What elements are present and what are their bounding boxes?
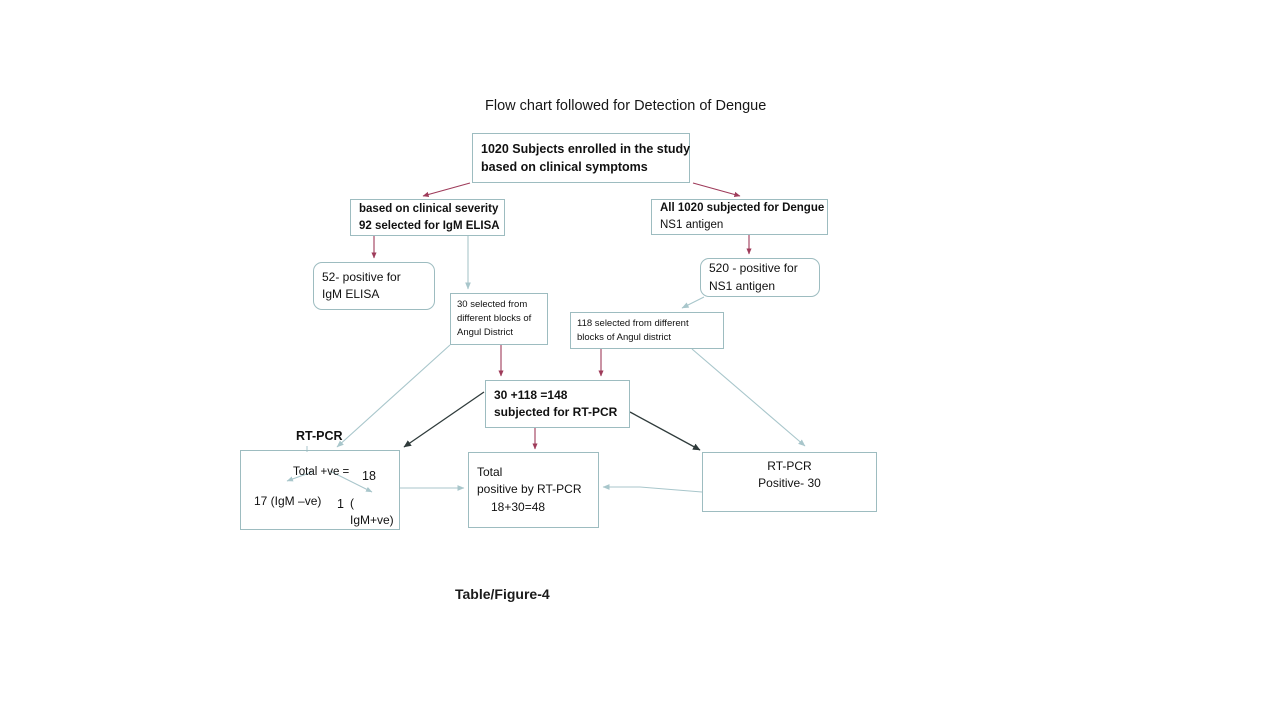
edge-total-to-igmneg xyxy=(286,471,313,482)
node-elisa-positive: 52- positive for IgM ELISA xyxy=(313,262,435,310)
node-sel118-line2: blocks of Angul district xyxy=(577,331,671,343)
node-selected-30: 30 selected from different blocks of Ang… xyxy=(450,293,548,345)
edge-rtpcrright-to-totalpositive xyxy=(602,484,703,493)
node-clinical-severity: based on clinical severity 92 selected f… xyxy=(350,199,505,236)
node-sel30-line1: 30 selected from xyxy=(457,299,528,311)
node-total-positive: Total positive by RT-PCR 18+30=48 xyxy=(468,452,599,528)
edge-enrolled-to-severity xyxy=(422,182,471,198)
edge-18-to-igmpos xyxy=(329,470,373,493)
node-enrolled-line1: 1020 Subjects enrolled in the study xyxy=(481,141,691,156)
rtpcr-left-total-value: 18 xyxy=(362,469,376,483)
node-sel30-line3: Angul District xyxy=(457,326,513,338)
edge-148-to-rtpcrleft xyxy=(403,391,485,448)
node-rtpcr-right: RT-PCR Positive- 30 xyxy=(702,452,877,512)
rtpcr-left-igm-positive-label: ( IgM+ve) xyxy=(350,496,394,528)
node-enrolled: 1020 Subjects enrolled in the study base… xyxy=(472,133,690,183)
node-148-line1: 30 +118 =148 xyxy=(494,387,568,402)
rtpcr-left-header: RT-PCR xyxy=(296,429,343,443)
node-rtpcr-left: Total +ve = 18 17 (IgM –ve) 1 ( IgM+ve) xyxy=(240,450,400,530)
figure-caption: Table/Figure-4 xyxy=(455,586,550,602)
node-sel118-line1: 118 selected from different xyxy=(577,317,689,329)
node-rtpcr-right-line2: Positive- 30 xyxy=(758,476,821,490)
node-elisa52-line2: IgM ELISA xyxy=(322,287,380,301)
edge-selected30-to-rtpcrleft xyxy=(336,344,451,448)
node-elisa52-line1: 52- positive for xyxy=(322,269,401,284)
node-severity-line1: based on clinical severity xyxy=(359,202,499,215)
node-severity-line2: 92 selected for IgM ELISA xyxy=(359,219,500,232)
node-sel30-line2: different blocks of xyxy=(457,313,532,325)
edge-selected118-to-rtpcrright xyxy=(691,348,806,447)
rtpcr-left-total-label: Total +ve = xyxy=(293,466,350,478)
edge-148-to-rtpcrright xyxy=(629,411,701,451)
node-rtpcr-right-line1: RT-PCR xyxy=(767,458,812,473)
figure-title: Flow chart followed for Detection of Den… xyxy=(485,98,767,114)
node-subjected-148: 30 +118 =148 subjected for RT-PCR xyxy=(485,380,630,428)
node-total-line3: 18+30=48 xyxy=(491,499,546,514)
node-148-line2: subjected for RT-PCR xyxy=(494,405,618,419)
node-all-1020-ns1: All 1020 subjected for Dengue NS1 antige… xyxy=(651,199,828,235)
edge-ns1positive-to-selected118 xyxy=(681,296,705,309)
node-ns1-520-line2: NS1 antigen xyxy=(709,278,776,293)
rtpcr-left-igm-negative: 17 (IgM –ve) xyxy=(254,494,322,508)
node-selected-118: 118 selected from different blocks of An… xyxy=(570,312,724,349)
node-total-line1: Total xyxy=(477,464,503,479)
rtpcr-left-igm-positive-value: 1 xyxy=(337,497,344,511)
node-all1020-line2: NS1 antigen xyxy=(660,219,724,231)
edge-enrolled-to-all1020 xyxy=(692,182,741,198)
node-enrolled-line2: based on clinical symptoms xyxy=(481,160,648,174)
node-total-line2: positive by RT-PCR xyxy=(477,482,582,497)
node-ns1-520-line1: 520 - positive for xyxy=(709,261,798,276)
node-all1020-line1: All 1020 subjected for Dengue xyxy=(660,202,825,215)
node-ns1-positive: 520 - positive for NS1 antigen xyxy=(700,258,820,297)
